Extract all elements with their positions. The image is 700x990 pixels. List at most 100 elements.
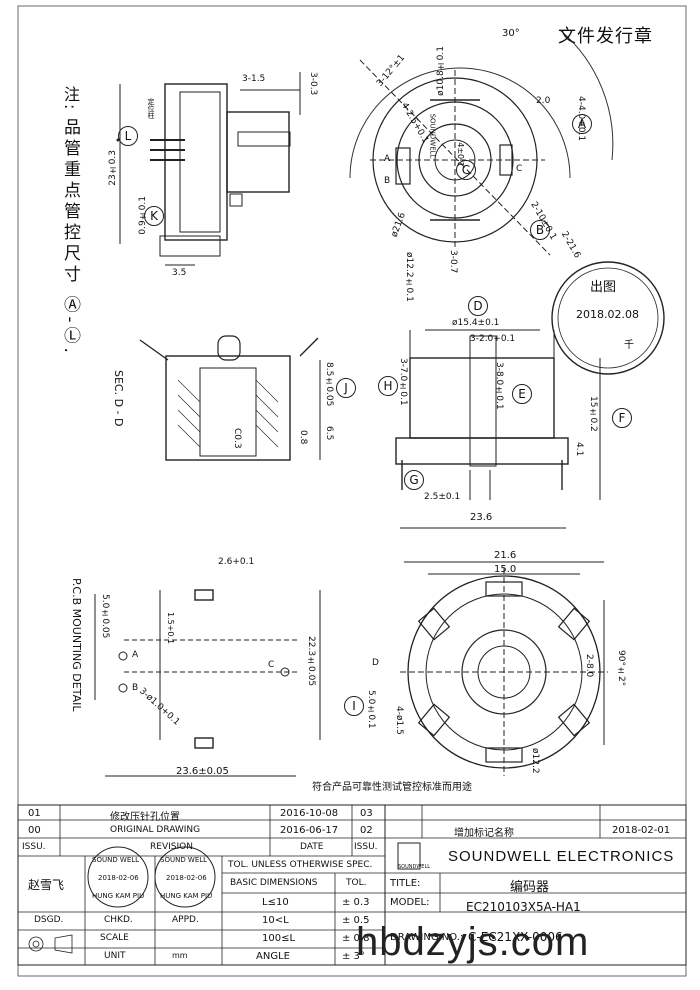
marker-f: F (612, 408, 632, 428)
rev-date-00: 2016-06-17 (280, 825, 339, 836)
front-view-body (409, 357, 555, 439)
title-label: TITLE: (390, 878, 421, 889)
dim-12-2: ø12.2±0.1 (404, 252, 414, 302)
angle-label: 30° (502, 28, 520, 39)
rev-no-01: 01 (28, 808, 41, 819)
rev-no-header: ISSU. (22, 842, 46, 852)
dim-23-6-pcb: 23.6±0.05 (176, 766, 229, 777)
top-view-brand: SOUNDWELL (428, 113, 437, 159)
tol-header: TOL. UNLESS OTHERWISE SPEC. (228, 860, 373, 870)
dim-6-5: 6.5 (324, 426, 334, 441)
positioning-post-label: 定位柱 (147, 98, 155, 119)
unit-label: UNIT (104, 951, 126, 961)
marker-j: J (336, 378, 356, 398)
note-text: 品管重点管控尺寸 Ⓐ-Ⓛ. (60, 118, 80, 357)
tol-val-2: ± 0.5 (342, 915, 370, 926)
dim-23-6-front: 23.6 (470, 512, 493, 523)
marker-h: H (378, 376, 398, 396)
rev-date-02: 2018-02-01 (612, 825, 671, 836)
dim-0-8: 0.8 (298, 430, 308, 445)
issue-stamp-text: 文件发行章 (558, 26, 653, 47)
rev-desc-header: REVISION (150, 842, 193, 852)
date-stamp-title: 出图 (590, 280, 617, 295)
dsgd-label: DSGD. (34, 915, 64, 925)
rev-no-00: 00 (28, 825, 41, 836)
dim-4-1-front: 4.1 (574, 442, 584, 457)
pcb-pin-a: A (132, 650, 139, 660)
dim-12-2-bottom: ø12.2 (530, 748, 540, 774)
date-stamp-foot: 千 (624, 340, 634, 351)
marker-b: B (530, 220, 550, 240)
stamp2-date: 2018-02-06 (166, 874, 207, 882)
tol-val-1: ± 0.3 (342, 897, 370, 908)
dim-2-0: 2.0 (536, 96, 551, 106)
dim-2-5: 2.5±0.1 (424, 492, 461, 502)
company-logo-text: SOUNDWELL (398, 864, 431, 870)
dim-5-0-bottom: 5.0±0.1 (366, 690, 376, 729)
marker-d: D (468, 296, 488, 316)
angle-label-tb: ANGLE (256, 951, 290, 962)
rev-no-03: 03 (360, 808, 373, 819)
watermark: hbdzyjs.com (356, 920, 590, 964)
company-name: SOUNDWELL ELECTRONICS (448, 848, 675, 865)
pin-label-c: C (516, 164, 523, 174)
marker-e: E (512, 384, 532, 404)
rev-no-02: 02 (360, 825, 373, 836)
dim-3-7: 3-7.0±0.1 (398, 358, 408, 406)
marker-g: G (404, 470, 424, 490)
tol-col-header: TOL. (346, 878, 367, 888)
dim-23: 23±0.3 (108, 150, 118, 186)
dim-3-5: 3.5 (172, 268, 187, 278)
drawn-by: 赵雪飞 (28, 878, 65, 892)
dim-15: 15±0.2 (588, 396, 598, 432)
dim-3-0-3: 3-0.3 (308, 72, 318, 96)
tol-val-3: ± 0.8 (342, 933, 370, 944)
dim-90: 90°±2° (616, 650, 626, 687)
rev-desc-00: ORIGINAL DRAWING (110, 825, 201, 835)
dim-2-8: 2-8.0 (584, 654, 594, 678)
dim-22-3: 22.3±0.05 (306, 636, 316, 687)
stamp1-top: SOUND WELL (92, 856, 140, 864)
approval-stamp-1 (87, 846, 149, 908)
tol-dim-1: L≤10 (262, 897, 289, 908)
dim-2-6: 2.6+0.1 (218, 557, 255, 567)
pin-label-a: A (384, 154, 391, 164)
dim-3-1-5: 3-1.5 (242, 74, 266, 84)
stamp2-bottom: HUNG KAM PIU (160, 892, 213, 900)
dim-3-2: 3-2.0+0.1 (470, 334, 516, 344)
dim-21-6-bottom: 21.6 (494, 550, 517, 561)
bottom-footnote: 符合产品可靠性测试管控标准而用途 (312, 782, 472, 793)
date-stamp-circle (551, 261, 665, 375)
stamp1-bottom: HUNG KAM PIU (92, 892, 145, 900)
dim-3-0-7: 3-0.7 (448, 250, 458, 274)
rev-date-01: 2016-10-08 (280, 808, 339, 819)
marker-l: L (118, 126, 138, 146)
soundwell-logo-box (397, 842, 421, 870)
pcb-label: P.C.B MOUNTING DETAIL (70, 578, 83, 712)
pcb-pin-c: C (268, 660, 275, 670)
section-view-body (165, 355, 291, 461)
marker-c: C (456, 160, 476, 180)
rev-desc-02: 增加标记名称 (454, 828, 514, 839)
date-stamp-date: 2018.02.08 (576, 308, 639, 321)
basic-dim-header: BASIC DIMENSIONS (230, 878, 318, 888)
dim-d-bottom: D (372, 658, 379, 668)
pcb-pin-b: B (132, 683, 139, 693)
drawing-label: DRAWING NO.: (390, 932, 464, 943)
marker-i: I (344, 696, 364, 716)
angle-tol: ± 3° (342, 951, 365, 962)
dim-10-8: ø10.8±0.1 (436, 46, 446, 96)
note-prefix: 注: (61, 86, 80, 112)
tol-dim-3: 100≤L (262, 933, 296, 944)
approval-stamp-2 (154, 846, 216, 908)
dim-4-1-5: 4-ø1.5 (394, 706, 404, 735)
scale-label: SCALE (100, 933, 129, 943)
tol-dim-2: 10<L (262, 915, 289, 926)
dim-15-0-bottom: 15.0 (494, 564, 517, 575)
marker-a: A (572, 114, 592, 134)
marker-k: K (144, 206, 164, 226)
drawing-value: C-EC21XX-0006 (468, 930, 563, 944)
section-label: SEC. D - D (112, 370, 125, 427)
unit-value: mm (172, 951, 188, 960)
